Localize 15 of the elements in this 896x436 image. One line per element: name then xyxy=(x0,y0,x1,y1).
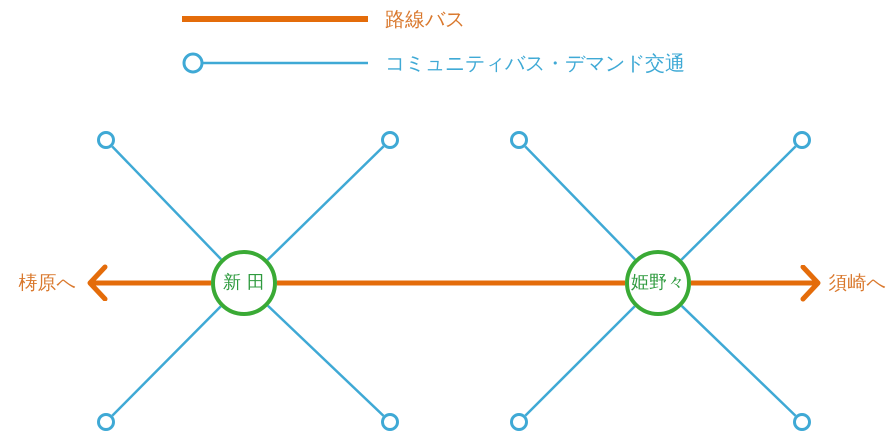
destination-label: 梼原へ xyxy=(4,268,90,298)
bus-route-line xyxy=(88,264,211,302)
legend-label: コミュニティバス・デマンド交通 xyxy=(385,53,685,73)
bus-route-line xyxy=(691,264,820,302)
route-line xyxy=(266,145,384,261)
route-line xyxy=(680,145,796,261)
route-line xyxy=(111,306,222,416)
route-line xyxy=(524,146,636,260)
route-line xyxy=(524,305,636,417)
route-line xyxy=(680,305,796,417)
bus-route-line xyxy=(277,280,625,286)
legend-label: 路線バス xyxy=(385,9,465,29)
destination-label: 須崎へ xyxy=(818,268,896,298)
route-line xyxy=(267,304,384,417)
route-line xyxy=(111,146,222,260)
